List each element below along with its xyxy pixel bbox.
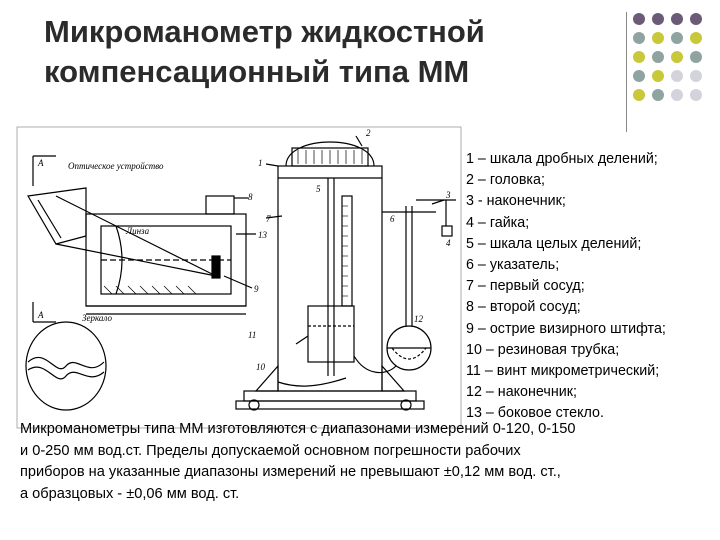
legend-item: 6 – указатель; [466,257,560,274]
dot [633,51,645,63]
dot [671,51,683,63]
part-11-label: 11 [248,330,256,340]
dot [652,89,664,101]
parts-legend: 1 – шкала дробных делений; 2 – головка; … [466,149,720,425]
legend-item: 2 – головка; [466,172,545,189]
part-9-label: 9 [254,284,259,294]
dot [652,13,664,25]
legend-item: 12 – наконечник; [466,384,577,401]
part-12-label: 12 [414,314,424,324]
dot [690,89,702,101]
page-title: Микроманометр жидкостной компенсационный… [44,12,614,92]
legend-item: 11 – винт микрометрический; [466,363,660,380]
dot [652,51,664,63]
legend-item: 13 – боковое стекло. [466,405,604,422]
legend-item: 8 – второй сосуд; [466,299,581,316]
part-10-label: 10 [256,362,266,372]
part-2-label: 2 [366,128,371,138]
section-a-top-label: А [37,158,44,168]
dot [633,13,645,25]
dot [690,32,702,44]
dot [633,89,645,101]
dot [633,32,645,44]
dot [690,51,702,63]
dot [671,13,683,25]
part-6-label: 6 [390,214,395,224]
lens-label: Линза [125,226,150,236]
dot [671,89,683,101]
part-1-label: 1 [258,158,263,168]
optical-device-label: Оптическое устройство [68,161,164,171]
micromanometer-diagram: Оптическое устройство Линза Зеркало А А … [16,126,462,429]
legend-item: 3 - наконечник; [466,193,566,210]
title-line-2: компенсационный типа ММ [44,54,470,89]
paragraph-line: приборов на указанные диапазоны измерени… [20,464,561,480]
legend-item: 1 – шкала дробных делений; [466,151,658,167]
dot [652,32,664,44]
paragraph-line: а образцовых - ±0,06 мм вод. ст. [20,485,240,502]
section-a-bottom-label: А [37,310,44,320]
title-divider [626,12,627,132]
description-paragraph: Микроманометры типа ММ изготовляются с д… [20,419,710,505]
mirror-label: Зеркало [82,313,112,323]
legend-item: 5 – шкала целых делений; [466,235,642,252]
dot [690,13,702,25]
dot [652,70,664,82]
dot [671,70,683,82]
part-13-label: 13 [258,230,268,240]
part-8-label: 8 [248,192,253,202]
dot [690,70,702,82]
paragraph-line: Микроманометры типа ММ изготовляются с д… [20,421,576,437]
part-7-label: 7 [266,214,271,224]
part-4-label: 4 [446,238,451,248]
dot [671,32,683,44]
legend-item: 10 – резиновая трубка; [466,341,620,358]
paragraph-line: и 0-250 мм вод.ст. Пределы допускаемой о… [20,442,521,459]
legend-item: 7 – первый сосуд; [466,278,585,295]
dot [633,70,645,82]
title-line-1: Микроманометр жидкостной [44,14,485,49]
legend-item: 4 – гайка; [466,214,530,231]
part-5-label: 5 [316,184,321,194]
legend-item: 9 – острие визирного штифта; [466,320,666,337]
part-3-label: 3 [445,190,451,200]
